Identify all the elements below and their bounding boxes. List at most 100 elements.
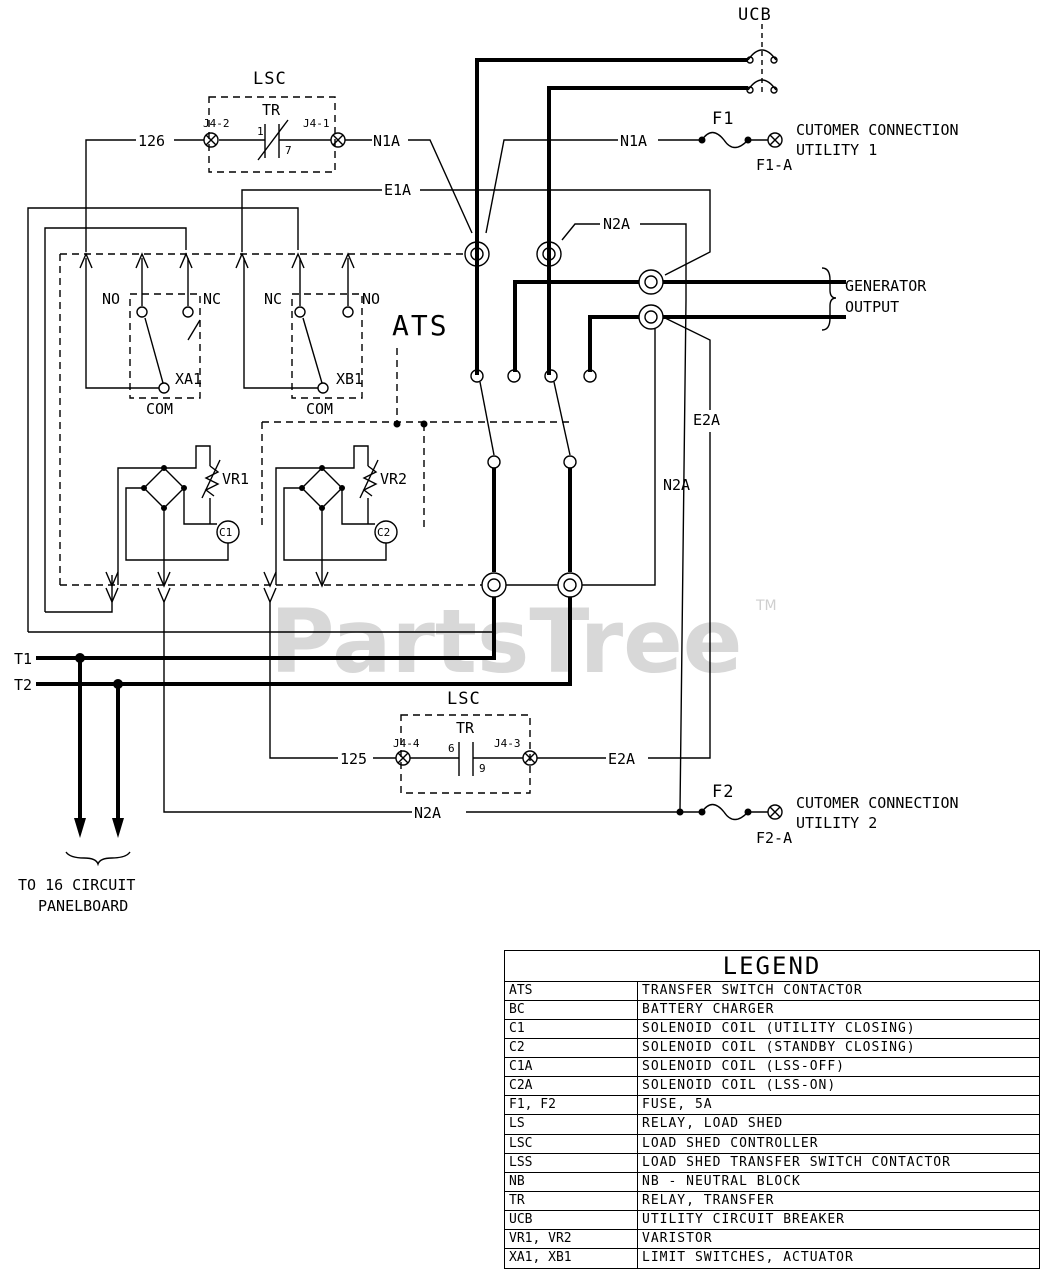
- svg-text:LSC: LSC: [253, 69, 287, 89]
- svg-text:N1A: N1A: [373, 132, 400, 150]
- svg-text:VR1: VR1: [222, 470, 249, 488]
- terminal-j4-3: [522, 750, 538, 766]
- legend-description: RELAY, LOAD SHED: [642, 1116, 784, 1132]
- svg-text:XB1: XB1: [336, 370, 363, 388]
- legend-code: C1: [505, 1020, 638, 1039]
- limit-switch-xa1: NO NC XA1 COM: [85, 258, 221, 418]
- legend-description: LIMIT SWITCHES, ACTUATOR: [642, 1249, 854, 1265]
- trademark: TM: [755, 598, 777, 614]
- legend-description: BATTERY CHARGER: [642, 1002, 775, 1018]
- line-t1: [36, 597, 496, 660]
- legend-description: VARISTOR: [642, 1230, 713, 1246]
- bridge-rectifier-2: VR2 C2: [275, 445, 407, 585]
- legend-description: SOLENOID COIL (LSS-ON): [642, 1078, 837, 1094]
- legend-code: LSS: [505, 1153, 638, 1172]
- lsc-bottom: LSC TR J4-4 J4-3 6 9: [393, 689, 538, 794]
- legend-description: SOLENOID COIL (STANDBY CLOSING): [642, 1040, 916, 1056]
- svg-text:COM: COM: [146, 400, 173, 418]
- legend-description: SOLENOID COIL (LSS-OFF): [642, 1059, 846, 1075]
- svg-text:F2: F2: [712, 782, 734, 802]
- svg-text:LSC: LSC: [447, 689, 481, 709]
- svg-text:C1: C1: [219, 526, 232, 539]
- svg-text:E2A: E2A: [693, 411, 720, 429]
- svg-text:UCB: UCB: [738, 5, 772, 25]
- legend-description: SOLENOID COIL (UTILITY CLOSING): [642, 1021, 916, 1037]
- legend-code: BC: [505, 1001, 638, 1020]
- legend-code: LS: [505, 1115, 638, 1134]
- svg-text:F2-A: F2-A: [756, 829, 792, 847]
- main-line-l2: [547, 86, 748, 375]
- svg-text:9: 9: [479, 762, 486, 775]
- generator-output-label: GENERATOR: [845, 277, 927, 295]
- svg-text:ATS: ATS: [392, 309, 449, 342]
- svg-text:7: 7: [285, 144, 292, 157]
- watermark: PartsTree: [270, 590, 742, 693]
- legend-description: TRANSFER SWITCH CONTACTOR: [642, 983, 863, 998]
- legend-code: F1, F2: [505, 1096, 638, 1115]
- legend-code: UCB: [505, 1210, 638, 1229]
- terminal-gen-2: [638, 304, 664, 330]
- fuse-f2: F2 F2-A: [698, 782, 792, 847]
- svg-text:NO: NO: [362, 290, 380, 308]
- limit-switch-xb1: NC NO XB1 COM: [243, 258, 380, 418]
- svg-text:C2: C2: [377, 526, 390, 539]
- line-t2: [36, 597, 572, 686]
- svg-text:125: 125: [340, 750, 367, 768]
- svg-text:UTILITY 1: UTILITY 1: [796, 141, 877, 159]
- legend-description: NB - NEUTRAL BLOCK: [642, 1173, 801, 1189]
- svg-text:TR: TR: [262, 101, 281, 119]
- legend-code: TR: [505, 1191, 638, 1210]
- svg-text:126: 126: [138, 132, 165, 150]
- svg-text:J4-1: J4-1: [303, 117, 330, 130]
- legend-code: LSC: [505, 1134, 638, 1153]
- legend-code: C1A: [505, 1058, 638, 1077]
- svg-text:OUTPUT: OUTPUT: [845, 298, 899, 316]
- svg-text:NC: NC: [264, 290, 282, 308]
- legend-description: UTILITY CIRCUIT BREAKER: [642, 1211, 846, 1227]
- panelboard-label: TO 16 CIRCUIT: [18, 876, 135, 894]
- svg-text:N2A: N2A: [603, 215, 630, 233]
- svg-text:J4-3: J4-3: [494, 737, 521, 750]
- svg-text:E1A: E1A: [384, 181, 411, 199]
- legend-code: C2: [505, 1039, 638, 1058]
- legend-code: XA1, XB1: [505, 1248, 638, 1268]
- customer-connection-1: CUTOMER CONNECTION: [796, 121, 959, 139]
- svg-text:F1: F1: [712, 109, 734, 129]
- legend-code: VR1, VR2: [505, 1229, 638, 1248]
- main-line-l1: [475, 58, 748, 375]
- svg-text:E2A: E2A: [608, 750, 635, 768]
- svg-text:N2A: N2A: [663, 476, 690, 494]
- svg-text:J4-4: J4-4: [393, 737, 420, 750]
- terminal-gen-1: [638, 269, 664, 295]
- svg-text:N2A: N2A: [414, 804, 441, 822]
- svg-text:6: 6: [448, 742, 455, 755]
- legend-description: LOAD SHED CONTROLLER: [642, 1135, 819, 1151]
- ucb-breaker: UCB: [738, 5, 778, 96]
- legend-description: LOAD SHED TRANSFER SWITCH CONTACTOR: [642, 1154, 951, 1170]
- svg-text:J4-2: J4-2: [203, 117, 230, 130]
- svg-text:1: 1: [257, 125, 264, 138]
- svg-text:TR: TR: [456, 719, 475, 737]
- svg-text:VR2: VR2: [380, 470, 407, 488]
- legend-title: LEGEND: [505, 951, 1039, 982]
- svg-text:PANELBOARD: PANELBOARD: [38, 897, 128, 915]
- ats-contactor: ATS: [392, 309, 597, 598]
- legend-code: NB: [505, 1172, 638, 1191]
- terminal-j4-4: [395, 750, 411, 766]
- terminal-j4-1: [330, 132, 346, 148]
- lsc-top: LSC TR J4-2 J4-1 1 7: [203, 69, 346, 173]
- legend-code: C2A: [505, 1077, 638, 1096]
